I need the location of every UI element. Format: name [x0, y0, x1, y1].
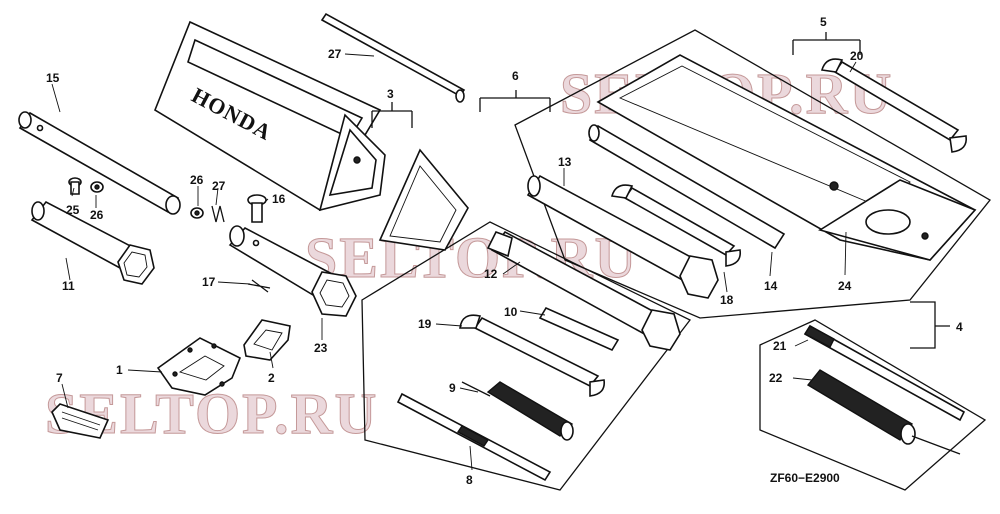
- part-20-wrench: [820, 58, 968, 153]
- bracket-5: [792, 32, 861, 55]
- part-27-clip: [211, 205, 225, 223]
- bracket-4: [910, 301, 950, 349]
- part-11-box-wrench: [30, 200, 155, 285]
- callout-4: 4: [956, 320, 963, 334]
- part-26-washer-b: [190, 207, 204, 219]
- callout-1: 1: [116, 363, 123, 377]
- callout-23: 23: [314, 341, 328, 355]
- callout-3: 3: [387, 87, 394, 101]
- part-7-tag: [51, 403, 110, 439]
- callout-20: 20: [850, 49, 864, 63]
- part-28-bar: [320, 12, 466, 103]
- callout-5: 5: [820, 15, 827, 29]
- callout-6: 6: [512, 69, 519, 83]
- part-8-screwdriver: [396, 392, 552, 482]
- callout-8: 8: [466, 473, 473, 487]
- part-17-pin: [247, 279, 271, 293]
- part-10-wrench: [538, 306, 620, 352]
- part-15-tube: [18, 111, 181, 215]
- callout-26-right: 26: [190, 173, 204, 187]
- part-23-plug-wrench: [228, 225, 357, 317]
- callout-19: 19: [418, 317, 432, 331]
- bracket-6: [479, 90, 551, 112]
- part-25-pin: [68, 177, 82, 195]
- part-13-box-wrench: [526, 174, 719, 299]
- callout-18: 18: [720, 293, 734, 307]
- part-1-bracket: [156, 337, 242, 396]
- callout-13: 13: [558, 155, 572, 169]
- leader-lines: [51, 53, 857, 471]
- callout-7: 7: [56, 371, 63, 385]
- part-16-bolt: [247, 194, 267, 223]
- callout-17: 17: [202, 275, 216, 289]
- part-26-washer: [90, 181, 104, 193]
- callout-15: 15: [46, 71, 60, 85]
- group-4-outline: [759, 319, 987, 491]
- callout-11: 11: [62, 279, 75, 293]
- part-21-screwdriver: [803, 324, 966, 422]
- part-2-grommet: [243, 319, 291, 361]
- diagram-code: ZF60−E2900: [770, 471, 840, 485]
- part-3-case-cap: [378, 148, 469, 251]
- part-14-bar: [588, 124, 786, 250]
- part-19-wrench: [459, 314, 606, 397]
- callout-12: 12: [484, 267, 498, 281]
- callout-26-left: 26: [90, 208, 104, 222]
- callout-27: 27: [212, 179, 226, 193]
- part-24-tool-bag: [596, 54, 977, 261]
- part-9-screwdriver: [461, 381, 574, 441]
- part-12-box-wrench: [486, 230, 681, 351]
- group-6-outline: [514, 29, 991, 319]
- callout-28: 27: [328, 47, 342, 61]
- tool-case: HONDA: [154, 20, 386, 212]
- callout-25: 25: [66, 203, 80, 217]
- callout-10: 10: [504, 305, 518, 319]
- callout-16: 16: [272, 192, 286, 206]
- group-lower-outline: [361, 221, 691, 491]
- callout-14: 14: [764, 279, 778, 293]
- bracket-3: [371, 102, 413, 128]
- callout-21: 21: [773, 339, 787, 353]
- callout-2: 2: [268, 371, 275, 385]
- callout-24: 24: [838, 279, 852, 293]
- part-22-screwdriver: [806, 369, 961, 455]
- part-18-wrench: [610, 184, 742, 267]
- callout-22: 22: [769, 371, 783, 385]
- callout-9: 9: [449, 381, 456, 395]
